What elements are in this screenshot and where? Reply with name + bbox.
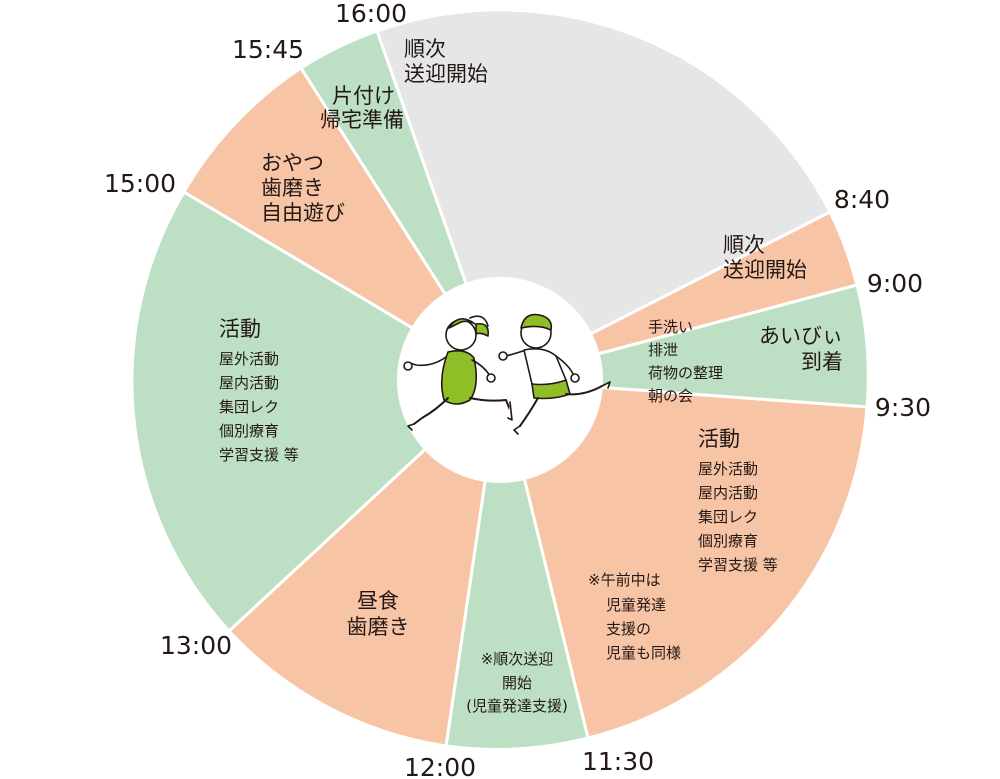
running-children-illustration [403,313,611,435]
morning-routine-line-3: 荷物の整理 [648,364,723,382]
snack-line-2: 歯磨き [261,176,324,200]
boy-runner-icon [498,313,611,435]
noon-pickup-line-2: 開始 [502,674,532,692]
arrival-pickup-line-1: 順次 [723,233,765,257]
morning-activity-item-4: 個別療育 [698,532,758,550]
time-label-0930: 9:30 [875,393,931,422]
time-label-1200: 12:00 [404,753,476,779]
pickup-morning-line-2: 送迎開始 [404,62,488,86]
afternoon-activity-item-5: 学習支援 等 [219,446,299,464]
morning-note-line-3: 支援の [606,620,651,638]
lunch-line-2: 歯磨き [347,615,410,639]
afternoon-activity-item-3: 集団レク [219,398,279,416]
segment-noon-pickup-green [444,379,590,751]
greeting-line-2: 到着 [801,350,843,374]
pickup-morning-line-1: 順次 [404,37,446,61]
time-label-1130: 11:30 [582,747,654,776]
time-label-0840: 8:40 [834,185,890,214]
afternoon-activity-item-1: 屋外活動 [219,350,279,368]
snack-line-3: 自由遊び [261,201,345,225]
segment-lunch-orange [226,376,503,748]
time-label-1500: 15:00 [104,169,176,198]
segment-snack-orange [181,65,502,382]
afternoon-activity-title: 活動 [219,317,261,341]
segment-morning-activity-orange [498,378,869,740]
time-label-1545: 15:45 [232,35,304,64]
afternoon-activity-item-4: 個別療育 [219,422,279,440]
time-label-0900: 9:00 [867,269,923,298]
greeting-line-1: あいびぃ [759,324,843,348]
noon-pickup-line-3: (児童発達支援) [466,697,568,715]
arrival-pickup-line-2: 送迎開始 [723,258,807,282]
morning-activity-item-3: 集団レク [698,508,758,526]
morning-routine-line-4: 朝の会 [648,387,693,405]
lunch-line-1: 昼食 [357,589,399,613]
morning-activity-item-5: 学習支援 等 [698,556,778,574]
noon-pickup-line-1: ※順次送迎 [481,650,554,668]
girl-runner-icon [403,315,513,431]
morning-routine-line-1: 手洗い [648,318,693,336]
morning-activity-item-2: 屋内活動 [698,484,758,502]
morning-activity-title: 活動 [698,427,740,451]
snack-line-1: おやつ [261,151,324,175]
morning-note-line-4: 児童も同様 [606,644,681,662]
cleanup-line-2: 帰宅準備 [320,108,404,132]
morning-activity-item-1: 屋外活動 [698,460,758,478]
time-label-1600: 16:00 [335,0,407,28]
segment-afternoon-activity-green [130,189,503,634]
cleanup-line-1: 片付け [332,84,395,108]
morning-note-line-2: 児童発達 [606,596,666,614]
afternoon-activity-item-2: 屋内活動 [219,374,279,392]
morning-routine-line-2: 排泄 [648,341,678,359]
morning-note-line-1: ※午前中は [588,571,661,589]
time-label-1300: 13:00 [160,631,232,660]
